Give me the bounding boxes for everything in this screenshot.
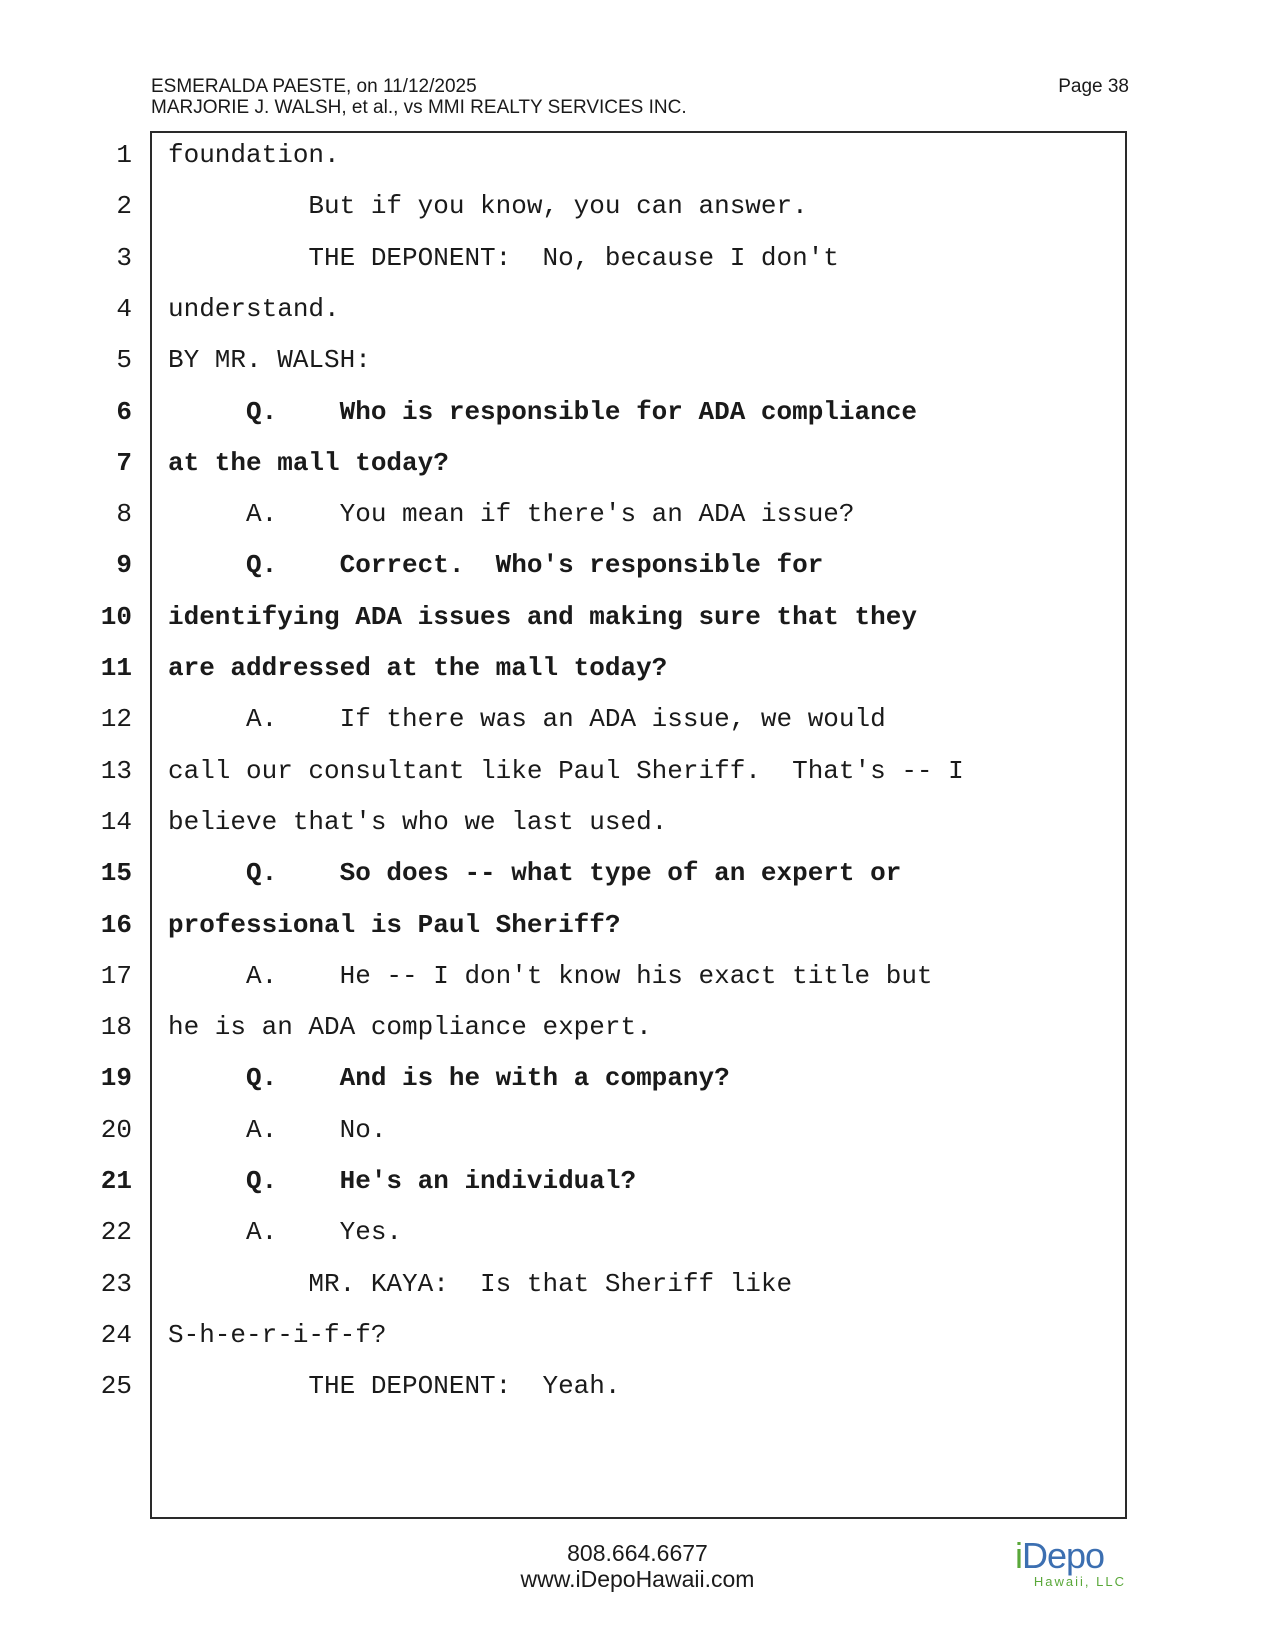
line-number: 25 — [100, 1371, 132, 1401]
transcript-line: A. If there was an ADA issue, we would — [168, 704, 886, 734]
transcript-line: BY MR. WALSH: — [168, 345, 371, 375]
transcript-line: Q. So does -- what type of an expert or — [168, 858, 902, 888]
line-number: 10 — [100, 602, 132, 632]
page-header: ESMERALDA PAESTE, on 11/12/2025 MARJORIE… — [151, 76, 1129, 118]
transcript-line: are addressed at the mall today? — [168, 653, 668, 683]
transcript-line: But if you know, you can answer. — [168, 191, 808, 221]
line-number: 9 — [116, 550, 132, 580]
transcript-line: S-h-e-r-i-f-f? — [168, 1320, 387, 1350]
footer-website: www.iDepoHawaii.com — [520, 1566, 755, 1592]
transcript-line: understand. — [168, 294, 340, 324]
transcript-line: A. Yes. — [168, 1217, 403, 1247]
line-number: 4 — [116, 294, 132, 324]
transcript-line: A. He -- I don't know his exact title bu… — [168, 961, 933, 991]
line-number: 14 — [100, 807, 132, 837]
line-number: 24 — [100, 1320, 132, 1350]
transcript-line: THE DEPONENT: Yeah. — [168, 1371, 621, 1401]
line-number: 11 — [100, 653, 132, 683]
line-number: 20 — [100, 1115, 132, 1145]
transcript-line: he is an ADA compliance expert. — [168, 1012, 652, 1042]
line-number: 7 — [116, 448, 132, 478]
page-footer: 808.664.6677 www.iDepoHawaii.com — [0, 1540, 1275, 1592]
page-number: Page 38 — [1058, 76, 1129, 97]
idepo-logo: iDepo Hawaii, LLC — [1015, 1537, 1130, 1597]
line-number: 21 — [100, 1166, 132, 1196]
line-number: 8 — [116, 499, 132, 529]
transcript-line: A. You mean if there's an ADA issue? — [168, 499, 855, 529]
line-number: 17 — [100, 961, 132, 991]
logo-subtitle: Hawaii, LLC — [1033, 1574, 1126, 1589]
line-number: 19 — [100, 1063, 132, 1093]
line-number: 16 — [100, 910, 132, 940]
transcript-line: MR. KAYA: Is that Sheriff like — [168, 1269, 793, 1299]
line-number: 12 — [100, 704, 132, 734]
case-caption: MARJORIE J. WALSH, et al., vs MMI REALTY… — [151, 97, 687, 118]
transcript-line: call our consultant like Paul Sheriff. T… — [168, 756, 964, 786]
transcript-line: Q. Correct. Who's responsible for — [168, 550, 824, 580]
logo-wordmark: iDepo — [1015, 1535, 1105, 1576]
line-number: 2 — [116, 191, 132, 221]
transcript-line: A. No. — [168, 1115, 387, 1145]
transcript-line: Q. And is he with a company? — [168, 1063, 730, 1093]
transcript-line: Q. He's an individual? — [168, 1166, 637, 1196]
transcript-line: Q. Who is responsible for ADA compliance — [168, 397, 917, 427]
transcript-line: identifying ADA issues and making sure t… — [168, 602, 917, 632]
line-number: 23 — [100, 1269, 132, 1299]
line-number: 13 — [100, 756, 132, 786]
line-number: 15 — [100, 858, 132, 888]
line-number: 6 — [116, 397, 132, 427]
line-number: 18 — [100, 1012, 132, 1042]
transcript-line: foundation. — [168, 140, 340, 170]
deponent-line: ESMERALDA PAESTE, on 11/12/2025 — [151, 76, 477, 97]
transcript-line: THE DEPONENT: No, because I don't — [168, 243, 839, 273]
line-number: 5 — [116, 345, 132, 375]
transcript-line: professional is Paul Sheriff? — [168, 910, 621, 940]
transcript-frame — [150, 131, 1127, 1519]
line-number: 3 — [116, 243, 132, 273]
transcript-line: believe that's who we last used. — [168, 807, 668, 837]
line-number: 1 — [116, 140, 132, 170]
line-number: 22 — [100, 1217, 132, 1247]
transcript-line: at the mall today? — [168, 448, 449, 478]
footer-phone: 808.664.6677 — [567, 1540, 708, 1566]
